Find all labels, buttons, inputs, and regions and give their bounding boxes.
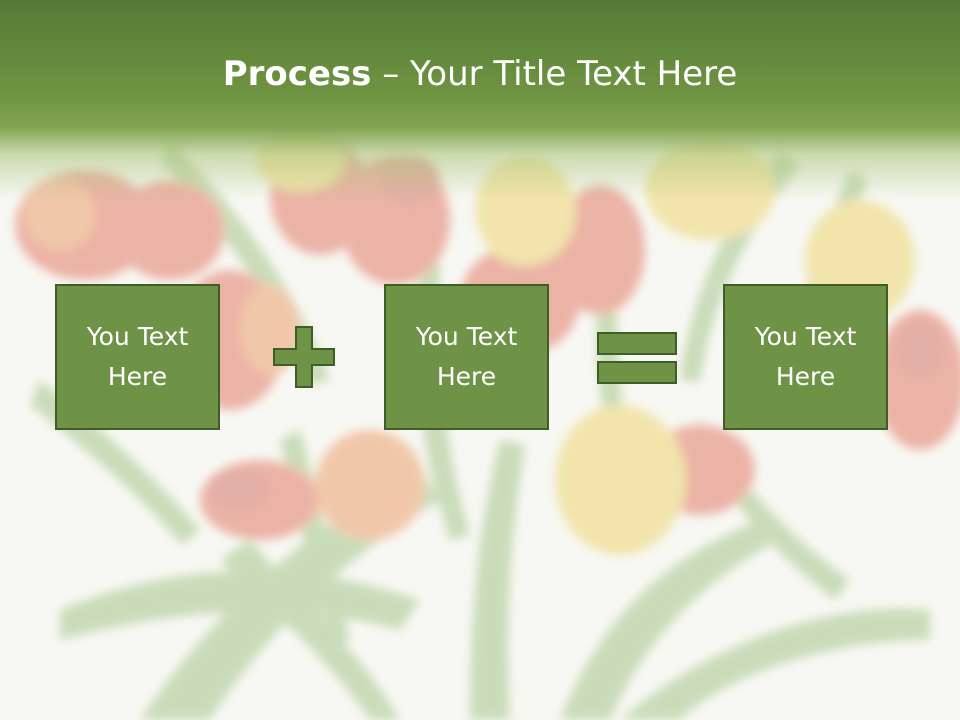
process-box-1[interactable]: You Text Here	[55, 284, 220, 430]
process-box-2[interactable]: You Text Here	[384, 284, 549, 430]
title-bold-part: Process	[222, 54, 372, 94]
process-box-1-text: You Text Here	[86, 322, 189, 391]
plus-icon	[273, 326, 335, 388]
process-box-2-text: You Text Here	[415, 322, 518, 391]
process-box-3[interactable]: You Text Here	[723, 284, 888, 430]
title-bar	[0, 0, 960, 200]
equals-icon	[597, 332, 677, 384]
process-box-3-text: You Text Here	[754, 322, 857, 391]
title-rest-part: – Your Title Text Here	[371, 54, 738, 94]
slide-title[interactable]: Process – Your Title Text Here	[0, 52, 960, 96]
